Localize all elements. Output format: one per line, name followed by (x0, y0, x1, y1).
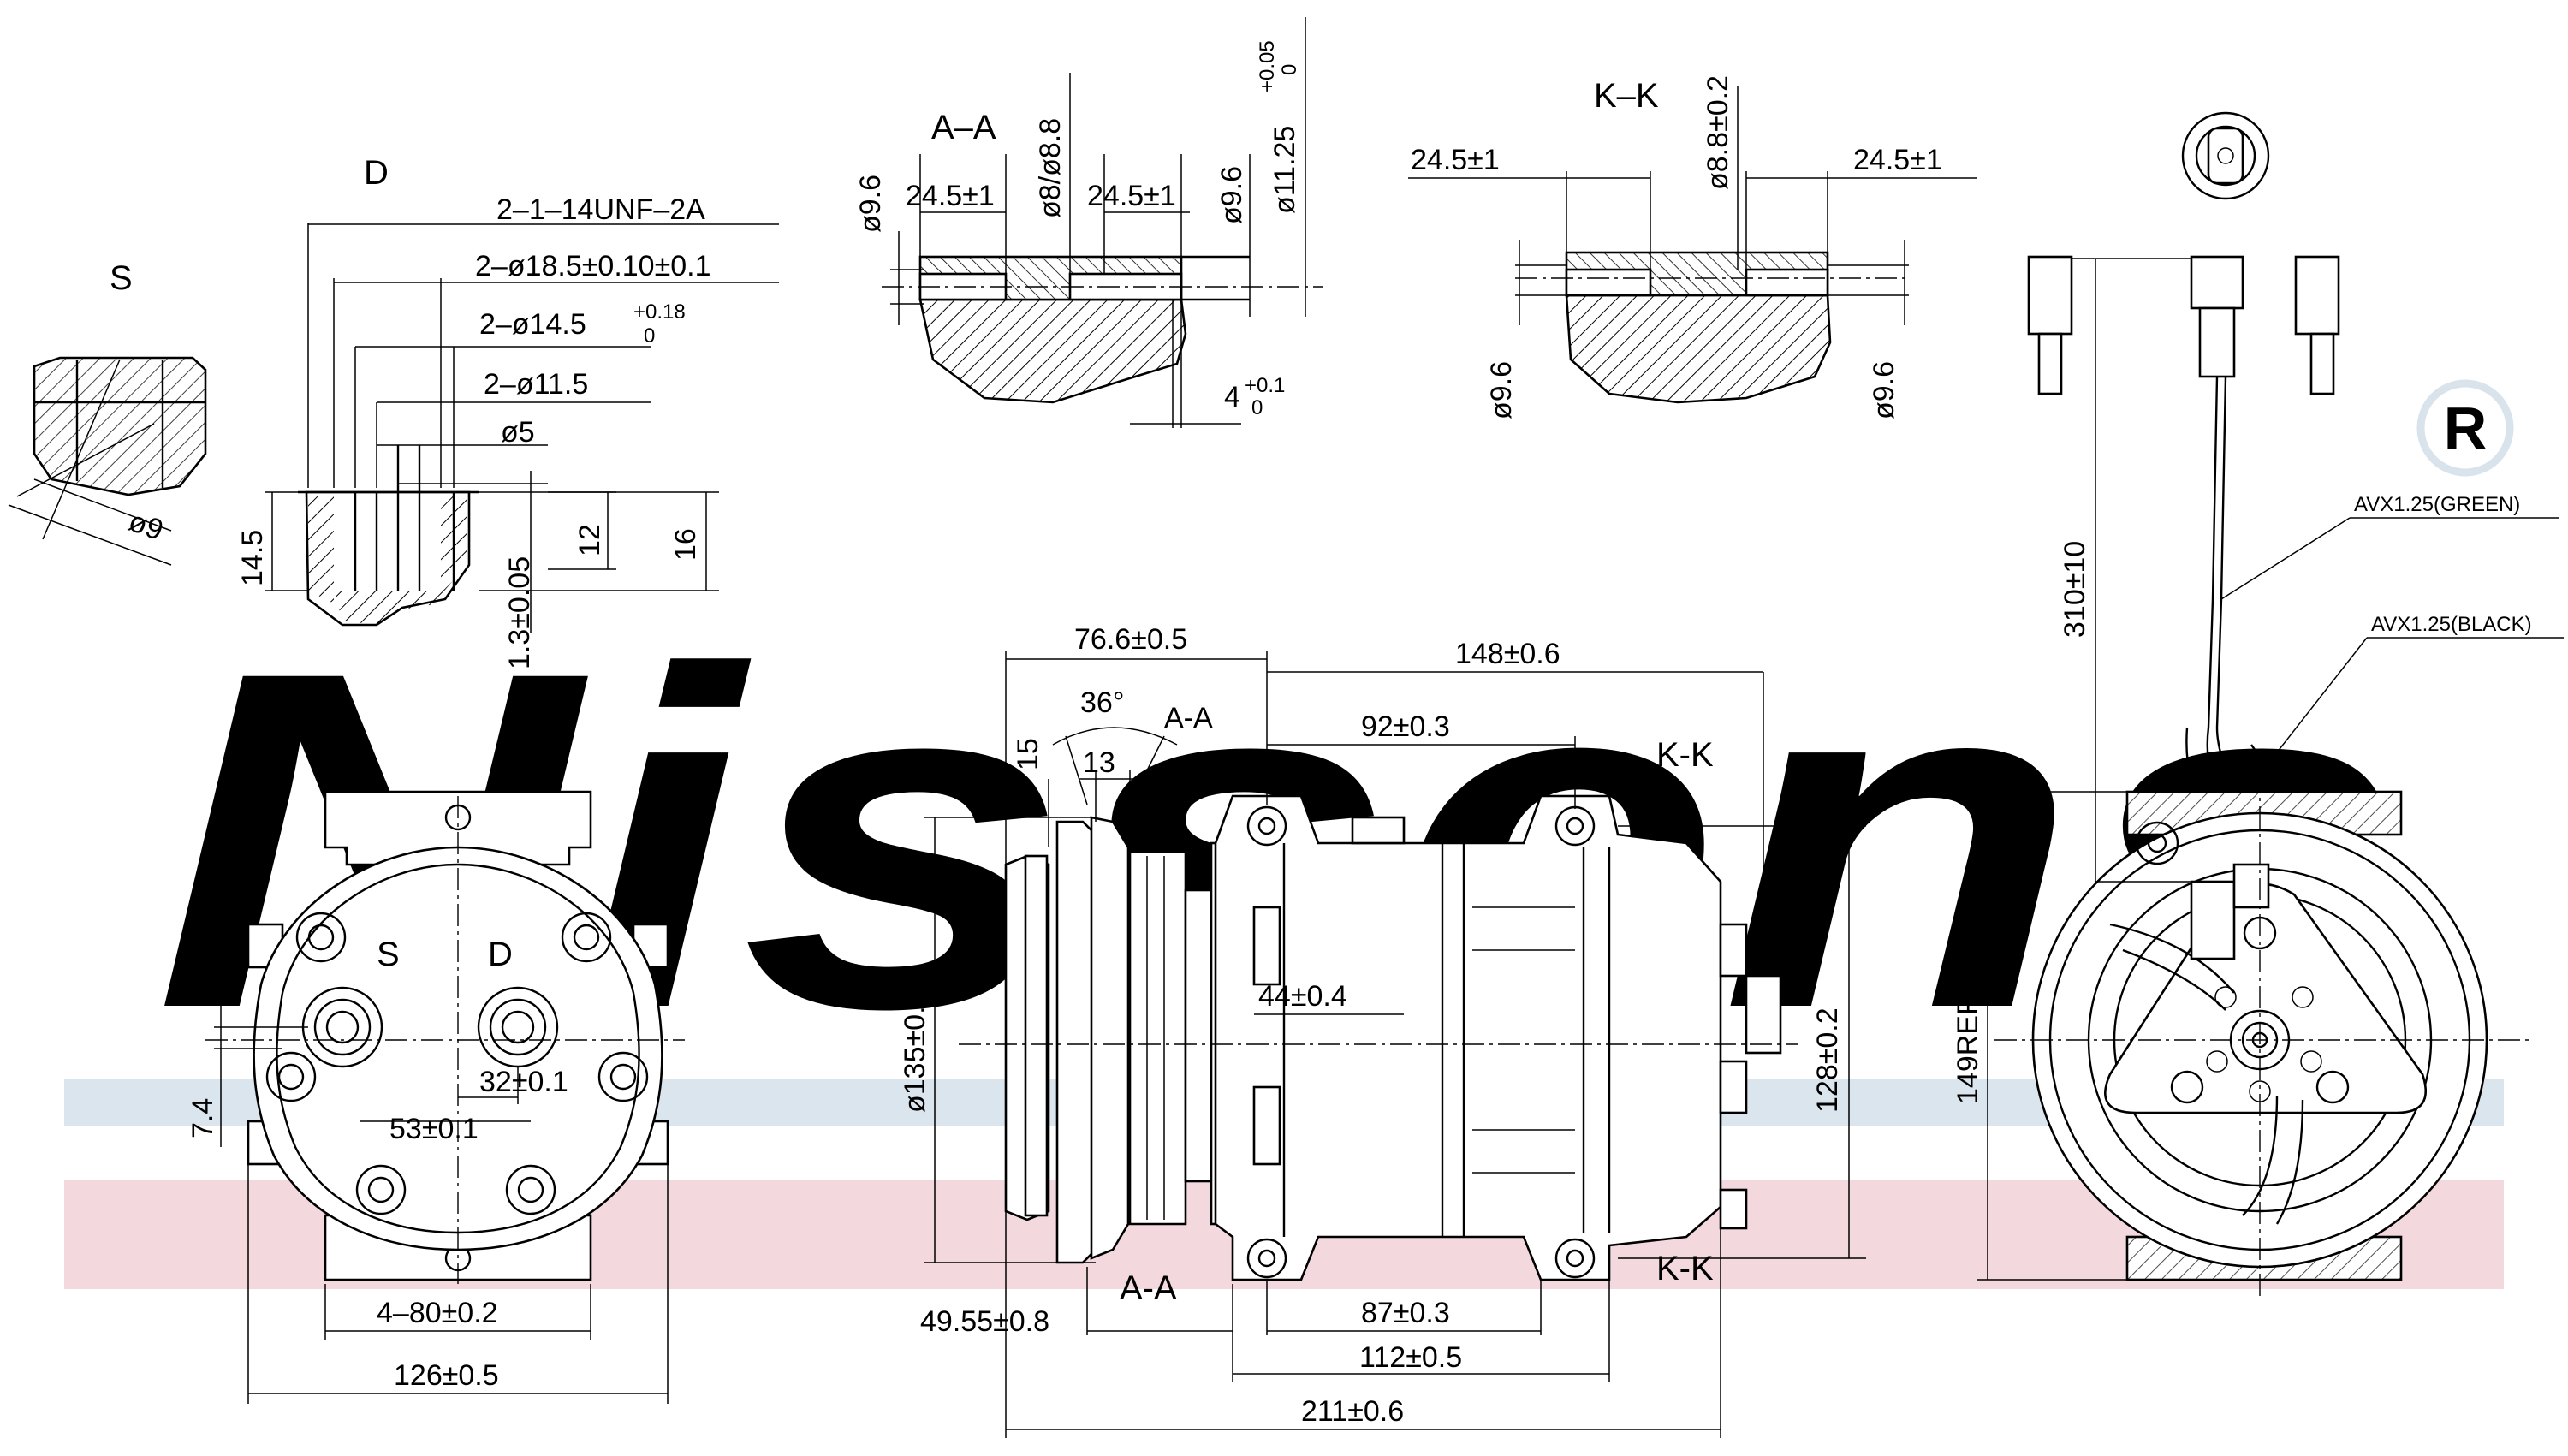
dim-h-1-3: 1.3±0.05 (503, 556, 536, 669)
view-label-s: S (110, 259, 133, 297)
dim-side-angle-36: 36° (1080, 686, 1124, 719)
dim-aa-depth-tol-lower: 0 (1251, 396, 1263, 419)
dim-side-h-128: 128±0.2 (1811, 1007, 1844, 1113)
dim-rear-w-4-80: 4–80±0.2 (377, 1297, 498, 1329)
dim-thread: 2–1–14UNF–2A (496, 193, 705, 226)
dim-aa-width-right: 24.5±1 (1087, 180, 1176, 212)
wire-label-black: AVX1.25(BLACK) (2371, 613, 2532, 636)
dim-dia-14-5-tol-upper: +0.18 (633, 300, 686, 324)
rear-view: S D 7.4 32±0.1 53±0.1 4–80±0.2 126±0.5 (187, 790, 685, 1404)
view-ref-kk-bottom: K-K (1656, 1250, 1714, 1287)
dim-dia-5: ø5 (501, 416, 535, 449)
view-label-kk: K–K (1594, 77, 1659, 115)
section-aa: A–A ø9.6 24.5±1 ø8/ø8.8 24.5±1 ø9.6 ø11.… (854, 17, 1323, 428)
dim-aa-width-left: 24.5±1 (906, 180, 995, 212)
dim-rear-w-126: 126±0.5 (394, 1359, 499, 1392)
dim-side-w-211: 211±0.6 (1301, 1395, 1404, 1428)
dim-rear-w-32: 32±0.1 (479, 1066, 568, 1098)
dim-h-12: 12 (574, 524, 606, 556)
dim-front-height-ref: 149REF (1952, 997, 1984, 1104)
dim-side-w-148: 148±0.6 (1455, 638, 1560, 670)
front-view: 149REF (1952, 770, 2534, 1301)
dim-aa-dia-9-6: ø9.6 (854, 175, 887, 233)
section-kk: K–K ø9.6 ø9.6 24.5±1 ø8.8±0.2 24.5±1 (1408, 75, 1977, 419)
dim-aa-dia-11-25-tol-upper: +0.05 (1256, 40, 1279, 92)
dim-rear-h-7-4: 7.4 (187, 1098, 219, 1138)
dim-dia-14-5: 2–ø14.5 (479, 308, 586, 341)
dim-side-w-76-6: 76.6±0.5 (1074, 623, 1187, 656)
dim-kk-dia-right: ø9.6 (1868, 361, 1900, 419)
dim-dia-18-5: 2–ø18.5±0.10±0.1 (475, 250, 711, 282)
dim-dia-11-5: 2–ø11.5 (484, 368, 588, 401)
dim-rear-w-53: 53±0.1 (389, 1113, 479, 1145)
port-label-d: D (488, 936, 513, 973)
dim-aa-dia-9-6-b: ø9.6 (1216, 166, 1248, 224)
dim-side-dia-135: ø135±0.8 (899, 990, 931, 1113)
view-label-d: D (364, 154, 389, 192)
dim-h-14-5: 14.5 (236, 530, 269, 586)
view-label-aa: A–A (931, 109, 996, 146)
detail-d: D 2–1–14UNF–2A 2–ø18.5±0.10±0.1 2–ø14.5 … (236, 154, 779, 669)
registered-mark: R (2444, 395, 2488, 461)
dim-aa-dia-11-25-tol-lower: 0 (1278, 64, 1301, 75)
dim-kk-width-left: 24.5±1 (1411, 144, 1500, 176)
dim-aa-dia-8: ø8/ø8.8 (1034, 118, 1067, 218)
rear-bolts (265, 912, 649, 1215)
view-ref-aa-top: A-A (1164, 702, 1213, 734)
wire-label-green: AVX1.25(GREEN) (2354, 493, 2520, 516)
registered-mark-circle (2416, 379, 2514, 477)
dim-dia-9: ø9 (124, 505, 167, 547)
connector-group: 310±10 AVX1.25(GREEN) AVX1.25(BLACK) (2027, 111, 2564, 882)
dim-kk-dia-left: ø9.6 (1485, 361, 1518, 419)
dim-side-w-13: 13 (1083, 746, 1115, 779)
dim-side-w-15: 15 (1012, 738, 1044, 770)
port-label-s: S (377, 936, 400, 973)
dim-kk-width-right: 24.5±1 (1853, 144, 1942, 176)
dim-aa-depth: 4 (1224, 381, 1240, 413)
dim-aa-depth-tol-upper: +0.1 (1245, 374, 1285, 397)
detail-s: S ø9 (8, 259, 207, 566)
dim-aa-dia-11-25: ø11.25 (1269, 126, 1301, 214)
dim-side-w-49-55: 49.55±0.8 (920, 1305, 1049, 1338)
dim-side-w-44: 44±0.4 (1258, 980, 1347, 1013)
dim-h-16: 16 (669, 528, 702, 561)
view-ref-kk-top: K-K (1656, 736, 1714, 774)
dim-side-w-112: 112±0.5 (1359, 1341, 1462, 1374)
dim-side-w-87: 87±0.3 (1361, 1297, 1450, 1329)
dim-wire-length: 310±10 (2059, 541, 2091, 638)
side-view: 76.6±0.5 148±0.6 36° A-A 15 13 92±0.3 K-… (899, 623, 1866, 1438)
dim-side-w-92: 92±0.3 (1361, 710, 1450, 743)
dim-dia-14-5-tol-lower: 0 (644, 324, 655, 348)
view-ref-aa-bottom: A-A (1120, 1269, 1177, 1307)
dim-kk-dia-8-8: ø8.8±0.2 (1702, 75, 1734, 190)
